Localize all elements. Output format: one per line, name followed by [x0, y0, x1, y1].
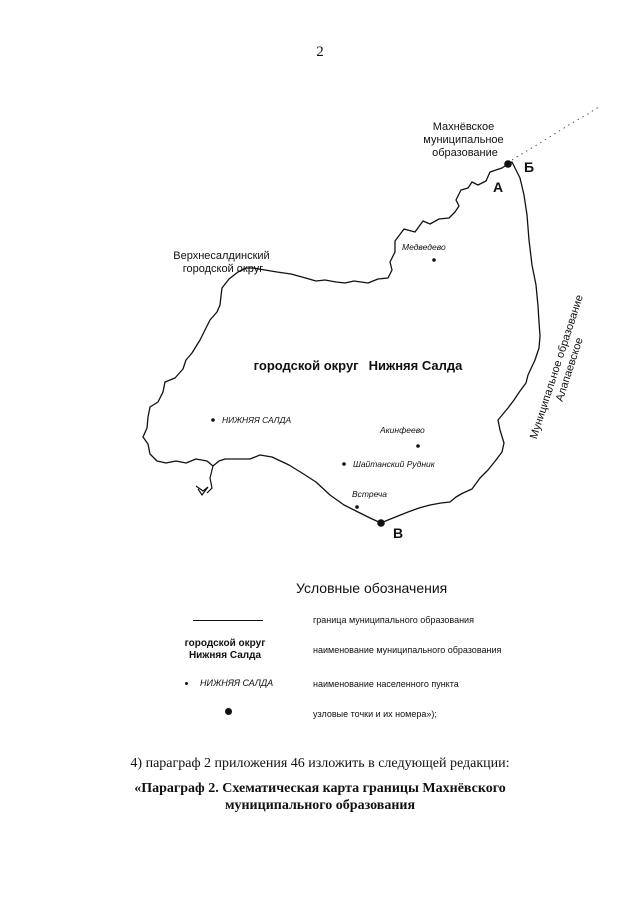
legend-settlement-dot [185, 682, 188, 686]
settlement-dot-nizhnyaya-salda [211, 418, 215, 422]
settlement-dot-vstrecha [355, 505, 359, 509]
legend-row-settlement: НИЖНЯЯ САЛДА наименование населенного пу… [0, 676, 640, 702]
boundary-spur [206, 465, 214, 494]
legend-title: Условные обозначения [296, 580, 448, 596]
legend-settlement-sample: НИЖНЯЯ САЛДА [185, 678, 273, 688]
settlement-label-akinfeevo: Акинфеево [379, 425, 425, 435]
node-label-b: Б [524, 159, 534, 175]
legend-desc-boundary: граница муниципального образования [313, 615, 474, 625]
boundary-map: А Б В Махнёвское муниципальное образован… [142, 105, 601, 541]
legend-node-dot [225, 708, 232, 715]
legend-row-boundary: граница муниципального образования [0, 613, 640, 639]
node-v-point [377, 519, 385, 527]
node-label-a: А [493, 179, 503, 195]
page-number: 2 [316, 44, 324, 60]
settlement-dot-shaitansky-rudnik [342, 462, 346, 466]
north-neighbor-label: Махнёвское муниципальное образование [423, 121, 506, 159]
settlement-label-vstrecha: Встреча [352, 489, 387, 499]
legend-desc-settlement: наименование населенного пункта [313, 679, 459, 689]
node-label-v: В [393, 525, 403, 541]
amendment-paragraph: 4) параграф 2 приложения 46 изложить в с… [130, 756, 510, 771]
settlement-label-shaitansky-rudnik: Шайтанский Рудник [353, 459, 436, 469]
boundary-notch [195, 485, 209, 497]
dotted-extension [511, 105, 601, 161]
legend-boundary-line [193, 620, 263, 621]
settlement-dot-akinfeevo [416, 444, 420, 448]
legend-row-municipality-name: городской округ Нижняя Салда наименовани… [0, 638, 640, 664]
west-neighbor-label: Верхнесалдинский городской округ [173, 250, 272, 275]
legend-desc-nodes: узловые точки и их номера»); [313, 709, 437, 719]
municipal-boundary [142, 161, 541, 524]
legend-desc-municipality: наименование муниципального образования [313, 645, 502, 655]
node-a-b-point [504, 160, 512, 168]
settlement-label-nizhnyaya-salda: НИЖНЯЯ САЛДА [222, 415, 291, 425]
section-heading: «Параграф 2. Схематическая карта границы… [134, 781, 506, 813]
legend-municipality-sample: городской округ Нижняя Салда [184, 638, 266, 661]
legend-row-nodes: узловые точки и их номера»); [0, 706, 640, 732]
settlement-dot-medvedevo [432, 258, 436, 262]
settlement-label-medvedevo: Медведево [402, 242, 446, 252]
